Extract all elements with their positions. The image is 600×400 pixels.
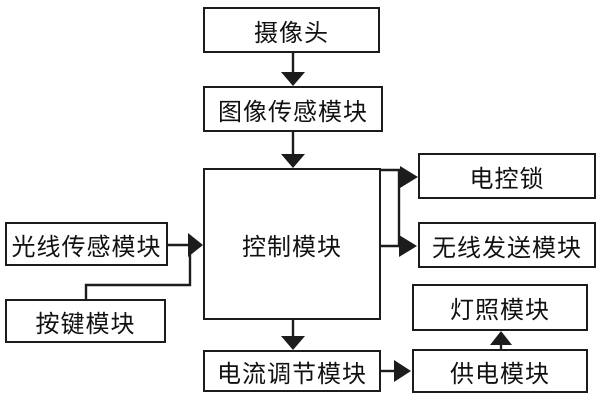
node-lighting-module: 灯照模块 [412, 284, 588, 331]
node-electric-lock: 电控锁 [418, 153, 596, 199]
node-current-regulator-module: 电流调节模块 [203, 350, 381, 392]
node-image-sensor-module: 图像传感模块 [203, 86, 383, 132]
node-power-supply-module: 供电模块 [412, 349, 588, 393]
node-camera: 摄像头 [203, 7, 380, 53]
edge-power-supply-to-lighting [490, 331, 512, 349]
edge-image-sensor-to-control [281, 131, 305, 168]
edge-current-regulator-to-power-supply [380, 360, 411, 382]
edge-control-to-wireless-send [380, 235, 417, 257]
edge-control-to-current-regulator [281, 320, 305, 350]
edge-button-to-control [84, 245, 192, 299]
edge-camera-to-image-sensor [281, 52, 305, 86]
edge-control-to-electric-lock [380, 166, 418, 246]
node-button-module: 按键模块 [5, 299, 166, 343]
edge-light-sensor-to-control [167, 233, 203, 257]
node-control-module: 控制模块 [203, 168, 381, 320]
node-wireless-send-module: 无线发送模块 [418, 222, 596, 268]
node-light-sensor-module: 光线传感模块 [5, 222, 168, 266]
